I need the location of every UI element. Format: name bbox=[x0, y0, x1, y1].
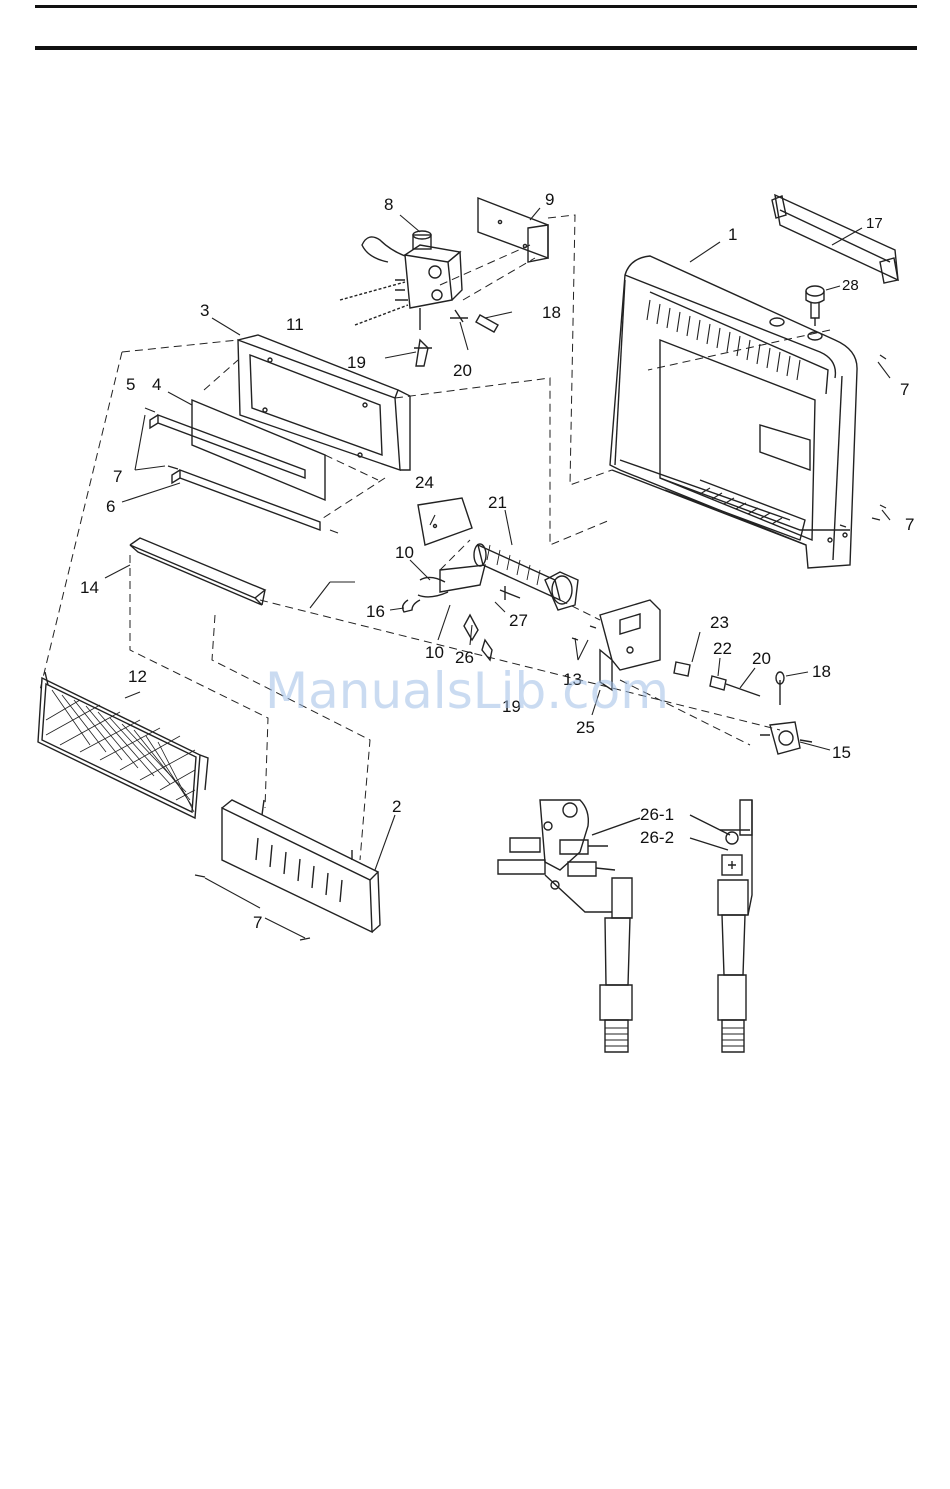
label-10-top: 10 bbox=[395, 543, 414, 562]
label-26-1: 26-1 bbox=[640, 805, 674, 824]
label-8: 8 bbox=[384, 195, 393, 214]
label-4: 4 bbox=[152, 375, 161, 394]
part-14-trim bbox=[130, 538, 265, 605]
part-5-rail bbox=[150, 415, 305, 478]
part-28-knob bbox=[806, 286, 824, 326]
part-8-valve bbox=[340, 231, 498, 366]
label-23: 23 bbox=[710, 613, 729, 632]
label-17: 17 bbox=[866, 215, 883, 232]
label-6: 6 bbox=[106, 497, 115, 516]
label-19-top: 19 bbox=[347, 353, 366, 372]
label-10-bottom: 10 bbox=[425, 643, 444, 662]
part-24-plate bbox=[418, 498, 472, 545]
label-20-top: 20 bbox=[453, 361, 472, 380]
label-7-left: 7 bbox=[113, 467, 122, 486]
callout-labels: 1 2 3 4 5 6 7 7 7 7 8 9 10 10 11 12 13 1… bbox=[80, 190, 914, 932]
label-11: 11 bbox=[286, 315, 304, 334]
label-18-right: 18 bbox=[812, 662, 831, 681]
watermark: ManualsLib.com bbox=[265, 662, 669, 720]
label-15: 15 bbox=[832, 743, 851, 762]
label-25: 25 bbox=[576, 718, 595, 737]
part-2-front-panel bbox=[222, 800, 380, 932]
label-2: 2 bbox=[392, 797, 401, 816]
label-18-top: 18 bbox=[542, 303, 561, 322]
label-1: 1 bbox=[728, 225, 737, 244]
fitting-chain bbox=[674, 662, 812, 754]
part-17-strip bbox=[772, 195, 898, 283]
label-27: 27 bbox=[509, 611, 528, 630]
label-12: 12 bbox=[128, 667, 147, 686]
label-26-2: 26-2 bbox=[640, 828, 674, 847]
label-3: 3 bbox=[200, 301, 209, 320]
label-16: 16 bbox=[366, 602, 385, 621]
part-12-grille bbox=[38, 672, 208, 818]
pilot-assembly bbox=[403, 565, 520, 660]
label-14: 14 bbox=[80, 578, 99, 597]
label-5: 5 bbox=[126, 375, 135, 394]
label-9: 9 bbox=[545, 190, 554, 209]
label-24: 24 bbox=[415, 473, 434, 492]
part-4-panel bbox=[192, 400, 325, 500]
detail-view-26-1 bbox=[498, 800, 640, 1052]
part-6-rail bbox=[172, 470, 320, 530]
detail-view-26-2 bbox=[690, 800, 752, 1052]
label-28: 28 bbox=[842, 277, 859, 294]
label-7-bottom: 7 bbox=[253, 913, 262, 932]
label-20-right: 20 bbox=[752, 649, 771, 668]
part-3-rear-panel bbox=[238, 335, 410, 470]
label-21: 21 bbox=[488, 493, 507, 512]
label-22: 22 bbox=[713, 639, 732, 658]
label-7-top-right: 7 bbox=[900, 380, 909, 399]
label-7-mid-right: 7 bbox=[905, 515, 914, 534]
part-21-burner bbox=[474, 544, 578, 610]
